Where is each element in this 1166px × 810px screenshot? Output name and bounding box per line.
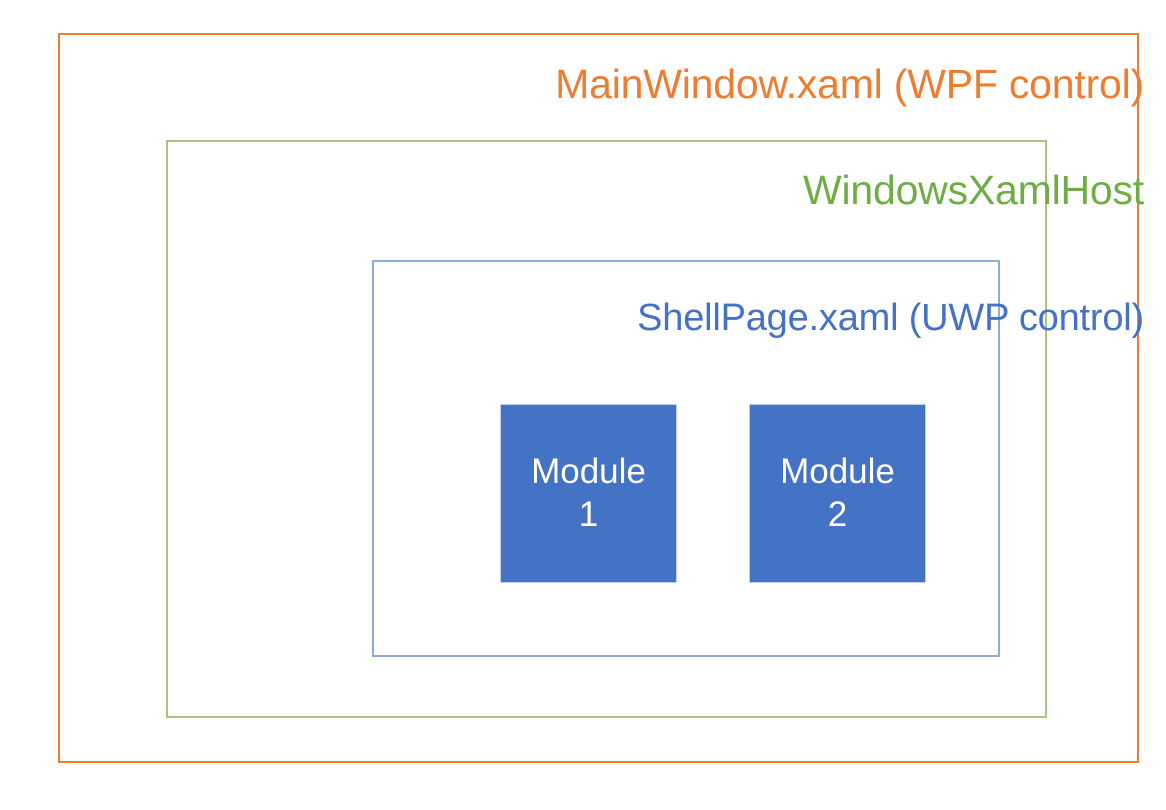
layer-mainwindow-box [58, 33, 1139, 763]
layer-mainwindow-label: MainWindow.xaml (WPF control) [555, 61, 1144, 107]
module-1-number: 1 [578, 494, 599, 534]
module-1-label: Module [531, 451, 646, 491]
layer-windowsxamlhost-box [166, 140, 1047, 718]
module-2-label: Module [780, 451, 895, 491]
layer-windowsxamlhost-label: WindowsXamlHost [802, 167, 1144, 213]
module-2-tile: Module 2 [749, 404, 926, 583]
module-2-number: 2 [827, 494, 848, 534]
layer-shellpage-box [372, 260, 1000, 657]
module-1-tile: Module 1 [500, 404, 677, 583]
layer-shellpage-label: ShellPage.xaml (UWP control) [637, 297, 1144, 339]
